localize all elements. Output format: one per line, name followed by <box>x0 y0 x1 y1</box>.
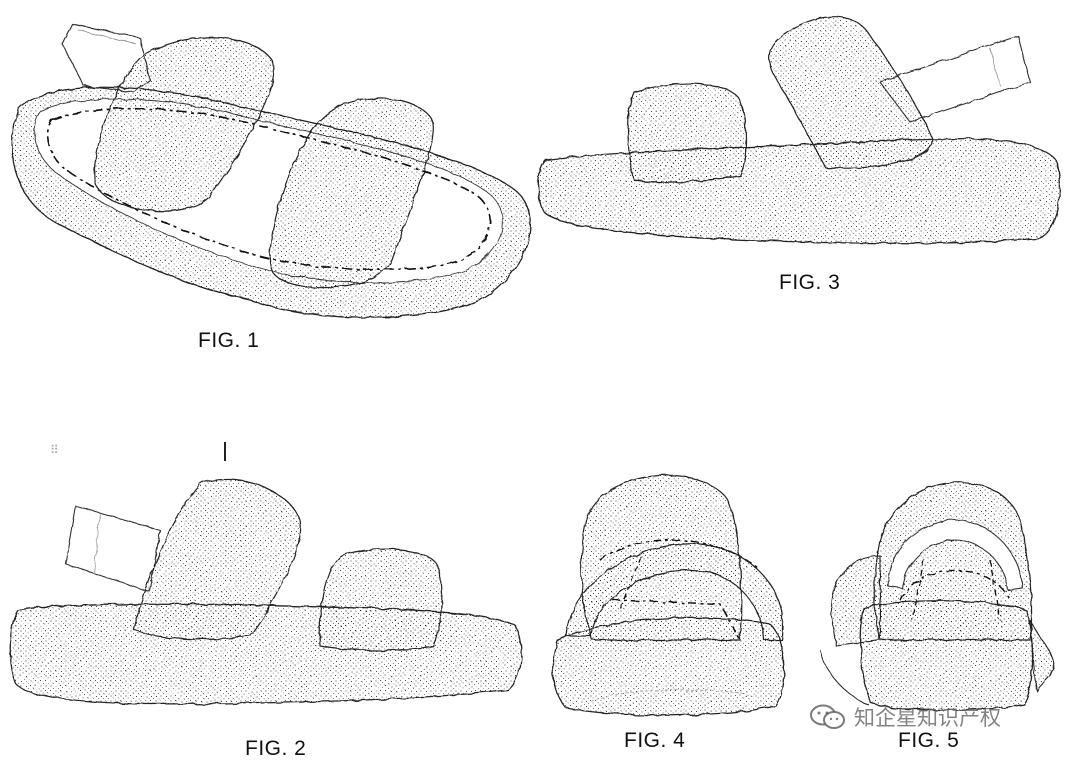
fig5-label: FIG. 5 <box>898 729 960 752</box>
fig1-drawing <box>11 23 531 319</box>
fig2-drawing <box>9 478 523 705</box>
text-cursor <box>224 442 226 461</box>
fig3-label: FIG. 3 <box>779 271 841 294</box>
drag-handle-icon[interactable]: ⠿ <box>50 443 59 457</box>
fig5-drawing <box>819 481 1055 711</box>
fig4-label: FIG. 4 <box>624 729 686 752</box>
watermark: 知企星知识产权 <box>808 702 1001 732</box>
wechat-icon <box>810 704 845 729</box>
fig1-label: FIG. 1 <box>198 329 260 352</box>
watermark-text: 知企星知识产权 <box>854 706 1001 730</box>
fig3-drawing <box>537 16 1062 244</box>
fig2-label: FIG. 2 <box>245 737 307 760</box>
fig4-drawing <box>552 474 785 716</box>
